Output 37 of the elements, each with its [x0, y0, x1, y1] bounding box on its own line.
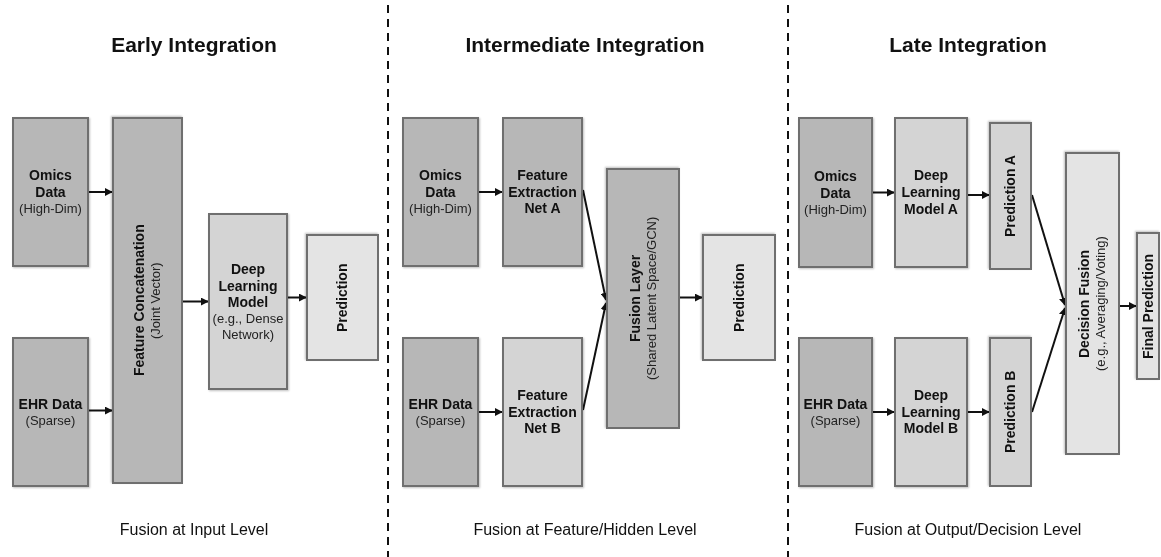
process-box: Omics Data (High-Dim)	[402, 117, 479, 267]
arrow	[679, 293, 703, 302]
process-box: Omics Data (High-Dim)	[12, 117, 89, 267]
arrow	[182, 297, 209, 306]
arrow	[967, 408, 990, 416]
section-title: Early Integration	[111, 33, 277, 57]
process-box: EHR Data (Sparse)	[798, 337, 873, 487]
process-box: Deep Learning Model B	[894, 337, 968, 487]
process-box: Feature Extraction Net A	[502, 117, 583, 267]
section-title: Late Integration	[889, 33, 1047, 57]
arrow	[478, 188, 503, 196]
arrow	[1119, 302, 1137, 310]
arrow	[478, 408, 503, 416]
process-box: Deep Learning Model A	[894, 117, 968, 268]
process-box: Deep Learning Model (e.g., Dense Network)	[208, 213, 288, 390]
arrow	[88, 406, 113, 415]
process-box: Feature Concatenation (Joint Vector)	[112, 117, 183, 484]
footer-caption: Fusion at Input Level	[119, 521, 269, 539]
footer-caption: Fusion at Feature/Hidden Level	[473, 521, 697, 539]
arrow	[967, 191, 990, 199]
arrow	[88, 188, 113, 196]
process-box: Decision Fusion (e.g., Averaging/Voting)	[1065, 152, 1120, 455]
section-title: Intermediate Integration	[465, 33, 705, 57]
process-box: EHR Data (Sparse)	[402, 337, 479, 487]
process-box: Final Prediction	[1136, 232, 1160, 380]
process-box: EHR Data (Sparse)	[12, 337, 89, 487]
process-box: Fusion Layer (Shared Latent Space/GCN)	[606, 168, 680, 429]
footer-caption: Fusion at Output/Decision Level	[854, 521, 1082, 539]
process-box: Prediction B	[989, 337, 1032, 487]
arrow	[872, 408, 895, 416]
process-box: Prediction	[306, 234, 379, 361]
process-box: Feature Extraction Net B	[502, 337, 583, 487]
process-box: Prediction A	[989, 122, 1032, 270]
arrow	[872, 188, 895, 197]
process-box: Omics Data (High-Dim)	[798, 117, 873, 268]
arrow	[287, 293, 307, 302]
process-box: Prediction	[702, 234, 776, 361]
